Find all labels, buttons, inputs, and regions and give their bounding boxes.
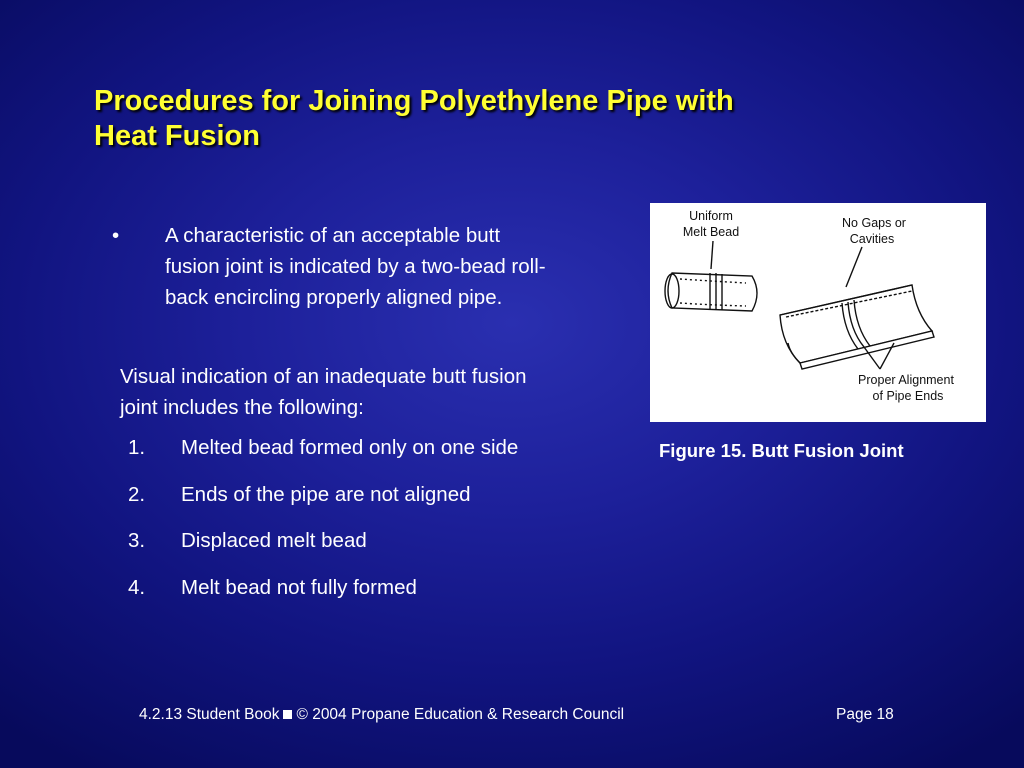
- slide-title-line-1: Procedures for Joining Polyethylene Pipe…: [94, 85, 734, 117]
- label-align-1: Proper Alignment: [858, 373, 954, 387]
- numbered-list: 1. Melted bead formed only on one side 2…: [128, 432, 648, 618]
- label-align-2: of Pipe Ends: [873, 389, 944, 403]
- list-item-number: 2.: [128, 482, 146, 506]
- intro-line-1: Visual indication of an inadequate butt …: [120, 365, 527, 388]
- label-gaps-1: No Gaps or: [842, 216, 906, 230]
- square-bullet-icon: [283, 709, 293, 719]
- label-uniform-2: Melt Bead: [683, 225, 739, 239]
- list-item-number: 4.: [128, 575, 146, 599]
- footer-page-number: Page 18: [836, 706, 894, 723]
- bullet-marker: •: [112, 224, 120, 247]
- bullet-line-3: back encircling properly aligned pipe.: [165, 286, 503, 309]
- butt-fusion-figure: Uniform Melt Bead No Gaps or Cavities Pr…: [650, 203, 986, 422]
- label-uniform-1: Uniform: [689, 209, 733, 223]
- list-item-text: Melt bead not fully formed: [181, 575, 417, 599]
- list-item: 1. Melted bead formed only on one side: [128, 432, 648, 479]
- list-item-text: Displaced melt bead: [181, 529, 367, 552]
- list-item-text: Melted bead formed only on one side: [181, 436, 519, 459]
- list-item-number: 3.: [128, 529, 146, 552]
- intro-paragraph: Visual indication of an inadequate butt …: [120, 361, 650, 423]
- list-item: 4. Melt bead not fully formed: [128, 572, 648, 619]
- list-item: 2. Ends of the pipe are not aligned: [128, 479, 648, 526]
- intro-line-2: joint includes the following:: [120, 396, 364, 419]
- bullet-line-2: fusion joint is indicated by a two-bead …: [165, 255, 546, 278]
- list-item-text: Ends of the pipe are not aligned: [181, 482, 471, 506]
- figure-caption: Figure 15. Butt Fusion Joint: [659, 440, 904, 461]
- bullet-line-1: A characteristic of an acceptable butt: [165, 224, 501, 247]
- butt-fusion-illustration: Uniform Melt Bead No Gaps or Cavities Pr…: [664, 209, 954, 403]
- label-gaps-2: Cavities: [850, 232, 894, 246]
- slide-title: Procedures for Joining Polyethylene Pipe…: [94, 84, 914, 154]
- slide-footer: 4.2.13 Student Book © 2004 Propane Educat…: [139, 706, 919, 724]
- slide-title-line-2: Heat Fusion: [94, 120, 260, 152]
- list-item-number: 1.: [128, 436, 146, 459]
- bullet-text: A characteristic of an acceptable butt f…: [165, 220, 653, 313]
- list-item: 3. Displaced melt bead: [128, 525, 648, 572]
- footer-book-label: 4.2.13 Student Book: [139, 706, 280, 723]
- small-pipe-drawing: [664, 240, 758, 312]
- footer-copyright: © 2004 Propane Education & Research Coun…: [296, 706, 625, 723]
- split-pipe-drawing: [779, 246, 935, 370]
